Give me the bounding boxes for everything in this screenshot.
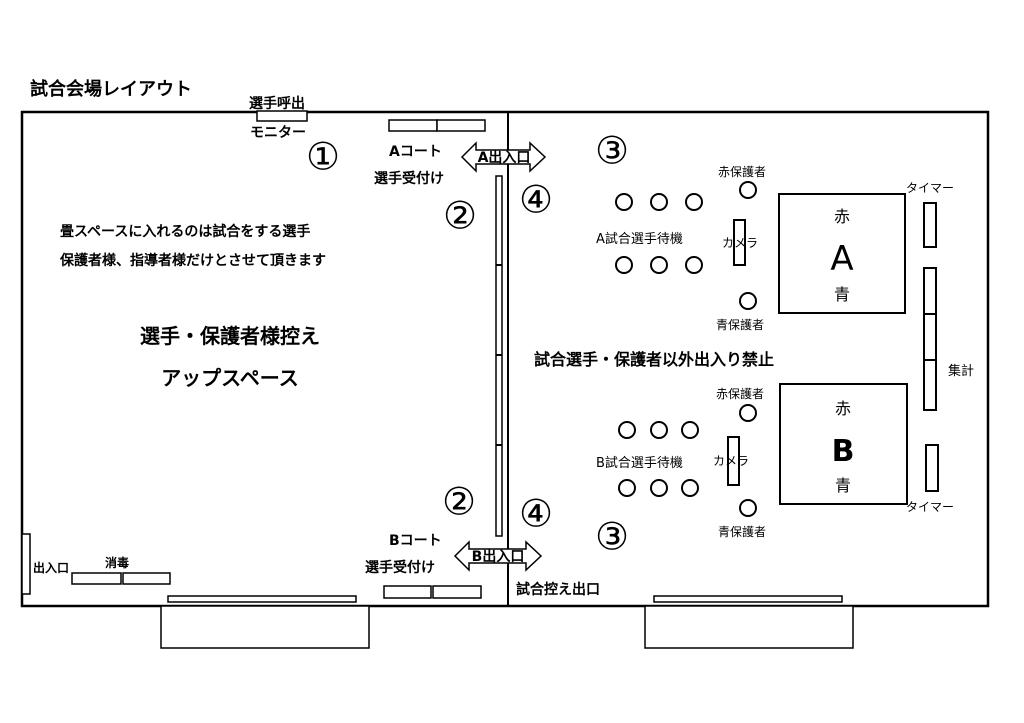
tatami-note-line1: 畳スペースに入れるのは試合をする選手 [60,223,310,240]
court-b-reception-label-line1: Bコート [389,533,442,549]
court-b-waiting-seats [618,421,699,497]
court-b-reception-table-left [383,585,432,599]
court-b-red-guardian-label: 赤保護者 [716,386,764,401]
court-a-blue-guardian-seat [739,292,757,310]
waiting-seat [685,193,703,211]
court-a-red-guardian-label: 赤保護者 [718,164,766,179]
marker-2-bottom: ② [442,480,476,524]
scoring-table-3 [923,359,937,411]
court-b-timer [925,444,939,492]
court-a-mat [778,193,906,314]
waiting-seat [615,193,633,211]
bottom-annex-right [644,605,854,649]
court-b-entrance-arrow [453,540,543,572]
court-b-blue-label: 青 [835,476,851,495]
court-b-red-label: 赤 [835,399,851,418]
court-b-letter: B [832,434,855,469]
court-a-camera [733,219,746,266]
scoring-label: 集計 [948,363,974,379]
disinfection-table-right [122,572,171,585]
marker-3-top: ③ [595,129,629,173]
waiting-seat [681,421,699,439]
monitor-label-line1: 選手呼出 [249,95,305,112]
monitor-label-line2: モニター [250,125,306,141]
court-b-camera-label: カメラ [713,454,749,468]
waiting-seat [681,479,699,497]
marker-1: ① [306,135,340,179]
waiting-seat [685,256,703,274]
court-b-mat [779,383,908,505]
court-a-timer [923,202,937,248]
court-a-blue-guardian-label: 青保護者 [716,317,764,332]
diagram-title: 試合会場レイアウト [30,78,192,100]
marker-4-bottom: ④ [519,492,553,536]
marker-2-top: ② [443,194,477,238]
match-waiting-exit-label: 試合控え出口 [516,581,600,598]
court-a-red-guardian-seat [739,181,757,199]
court-a-entrance-label: A出入口 [478,149,531,166]
warmup-space-line1: 選手・保護者様控え [140,324,320,348]
court-a-red-label: 赤 [834,207,850,226]
no-entry-note: 試合選手・保護者以外出入り禁止 [534,350,774,369]
bottom-wall-strip-right [653,595,843,603]
scoring-table-1 [923,267,937,315]
scoring-table-2 [923,313,937,361]
court-b-camera [727,436,740,486]
court-b-reception-label-line2: 選手受付け [365,559,435,576]
hall-outline [20,110,990,608]
court-a-entrance-arrow [460,141,547,173]
court-a-reception-label-line2: 選手受付け [374,170,444,187]
tatami-note-line2: 保護者様、指導者様だけとさせて頂きます [59,252,326,269]
court-b-timer-label: タイマー [906,500,954,514]
court-b-blue-guardian-label: 青保護者 [718,524,766,539]
court-b-blue-guardian-seat [739,499,757,517]
bottom-annex-left [160,605,370,649]
warmup-space-line2: アップスペース [161,366,299,390]
waiting-seat [650,256,668,274]
waiting-seat [650,479,668,497]
court-a-reception-label-line1: Aコート [389,144,442,160]
bottom-wall-strip-left [167,595,357,603]
waiting-seat [650,421,668,439]
court-b-red-guardian-seat [739,404,757,422]
court-a-waiting-seats [615,193,703,274]
main-entrance-door [21,533,31,595]
disinfection-label: 消毒 [105,555,129,570]
waiting-seat [618,421,636,439]
court-b-reception-table-right [432,585,482,599]
waiting-seat [615,256,633,274]
main-entrance-label: 出入口 [33,560,69,575]
waiting-seat [650,193,668,211]
court-a-letter: A [830,239,853,279]
court-b-waiting-label: B試合選手待機 [596,455,683,471]
call-monitor [256,110,308,122]
marker-4-top: ④ [519,178,553,222]
court-a-blue-label: 青 [834,285,850,304]
court-a-camera-label: カメラ [722,236,758,250]
court-a-reception-table-right [436,119,486,132]
court-b-entrance-label: B出入口 [472,548,525,565]
waiting-seat [618,479,636,497]
court-a-waiting-label: A試合選手待機 [596,231,683,247]
marker-3-bottom: ③ [595,515,629,559]
court-a-timer-label: タイマー [906,181,954,195]
court-a-reception-table-left [388,119,438,132]
disinfection-table-left [71,572,122,585]
